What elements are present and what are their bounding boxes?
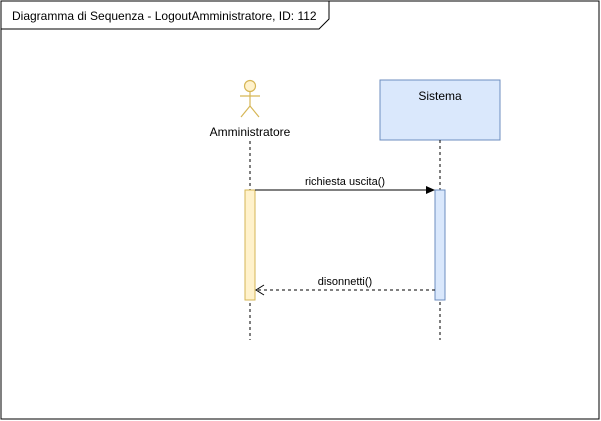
- system-activation-bar: [434, 189, 446, 301]
- actor-label: Amministratore: [210, 125, 291, 139]
- message-arrowhead-disonnetti: [255, 284, 265, 296]
- actor-activation-bar: [244, 189, 256, 301]
- system-participant-label: Sistema: [418, 89, 462, 103]
- message-label-richiesta-uscita: richiesta uscita(): [305, 176, 385, 188]
- message-arrowhead-richiesta-uscita: [426, 186, 435, 194]
- frame-title: Diagramma di Sequenza - LogoutAmministra…: [12, 9, 317, 23]
- actor-icon: [240, 79, 260, 118]
- message-label-disonnetti: disonnetti(): [318, 276, 372, 288]
- frame-label-tab: [0, 0, 330, 30]
